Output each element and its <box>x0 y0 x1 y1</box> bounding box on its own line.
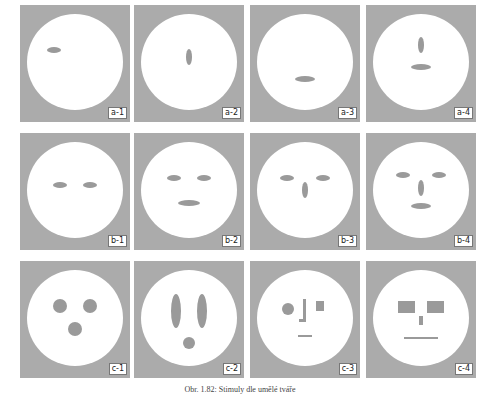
panel-label: b-4 <box>454 235 473 247</box>
panel-label: b-3 <box>338 235 357 247</box>
panel-label: b-1 <box>108 235 127 247</box>
figure-caption: Obr. 1.82: Stimuly dle umělé tváře <box>0 385 480 394</box>
panel-label: c-2 <box>223 363 241 375</box>
panel-label: a-4 <box>454 107 473 119</box>
panel-label: c-4 <box>455 363 473 375</box>
panel-label: a-2 <box>222 107 241 119</box>
panel-label: a-3 <box>338 107 357 119</box>
panel-label: c-1 <box>109 363 127 375</box>
panel-label: a-1 <box>108 107 127 119</box>
panel-label: b-2 <box>222 235 241 247</box>
panel-label: c-3 <box>339 363 357 375</box>
